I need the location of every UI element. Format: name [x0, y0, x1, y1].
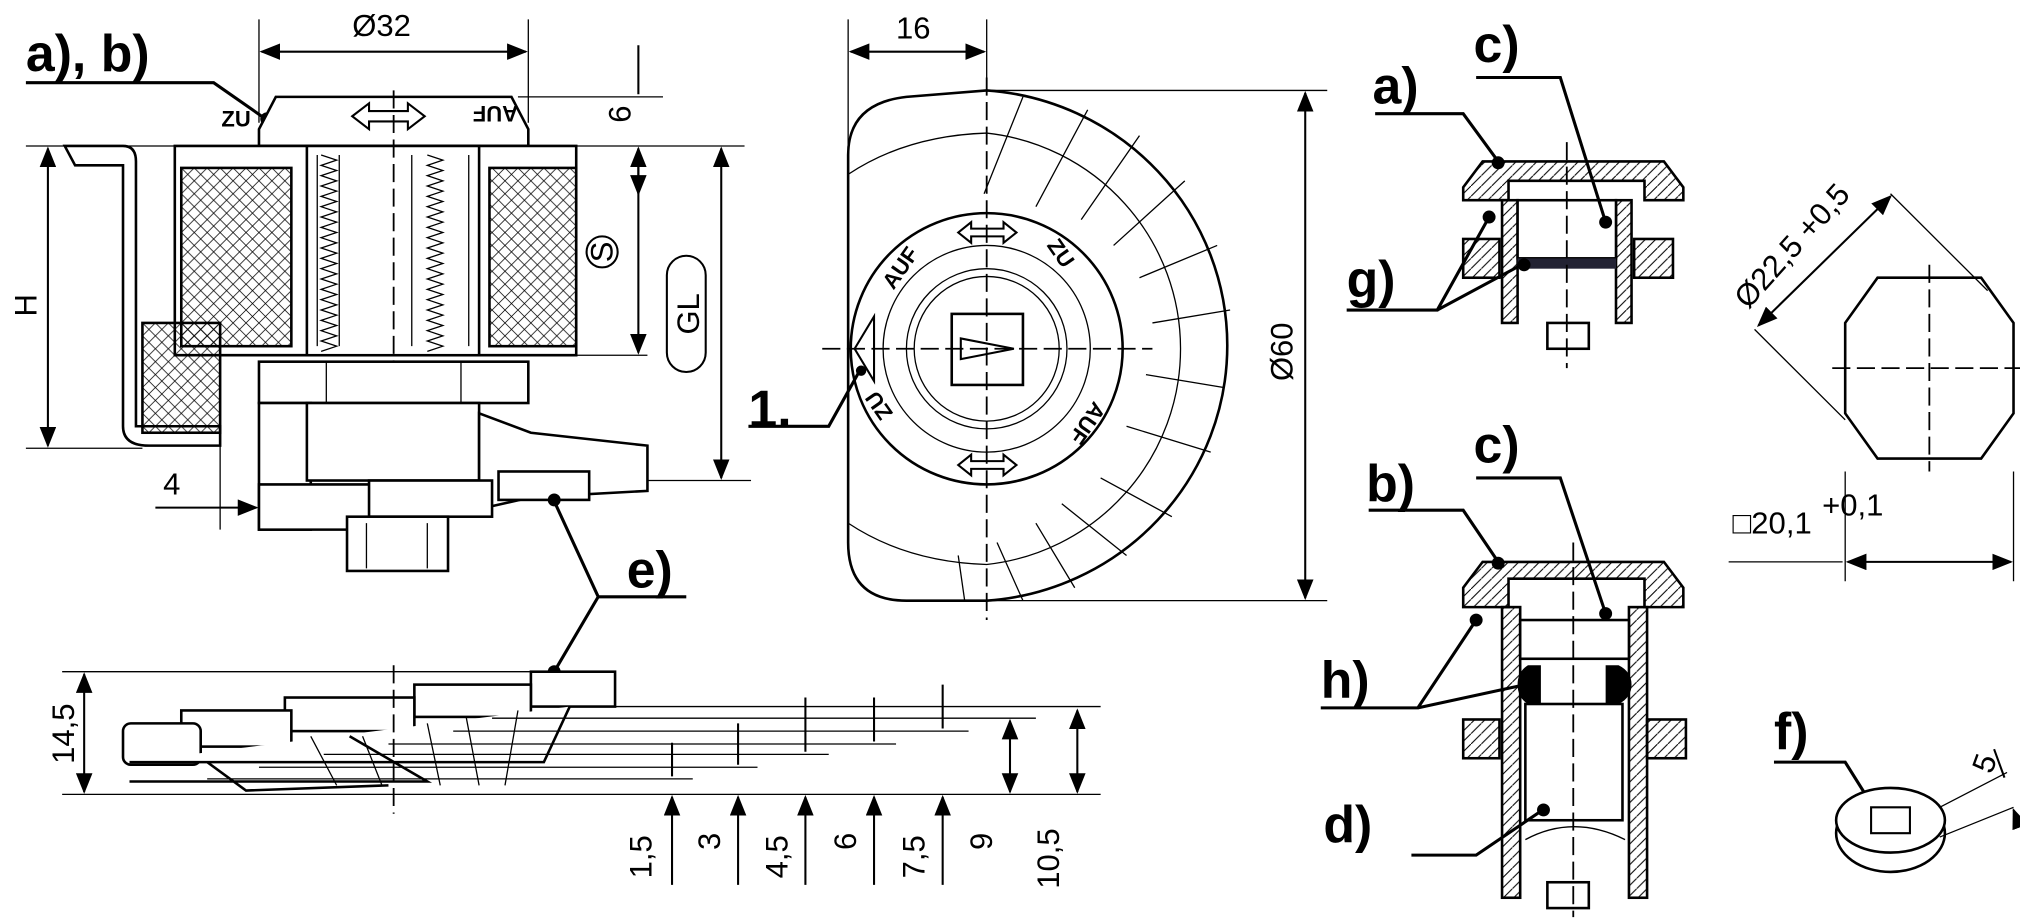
knob-zu-text: ZU — [221, 107, 250, 132]
dim-offset-1-5: 1,5 — [623, 835, 658, 878]
knob-auf-text: AUF — [473, 101, 518, 126]
dim-d60: Ø60 — [1264, 323, 1299, 382]
dim-gl-box — [665, 254, 707, 374]
label-h: h) — [1321, 651, 1370, 709]
lever-offset-view: 14,5 — [46, 665, 1101, 814]
dim-offset-9: 9 — [964, 833, 999, 850]
label-d: d) — [1323, 795, 1372, 853]
label-e: e) — [627, 541, 673, 599]
dim-d32: Ø32 — [352, 8, 411, 43]
dim-s: S — [584, 242, 619, 263]
dim-six: 6 — [603, 105, 638, 122]
panel-right — [488, 166, 578, 348]
insert-f: f) 5 — [1773, 702, 2020, 874]
dim-offset-7-5: 7,5 — [897, 835, 932, 878]
dim-offset-4-5: 4,5 — [759, 835, 794, 878]
lever-offset-1 — [529, 670, 617, 708]
label-c-bottom: c) — [1474, 415, 1520, 473]
section-variant-b: b) c) h) d) — [1321, 415, 1688, 918]
dim-four: 4 — [163, 467, 180, 502]
label-a-b: a), b) — [26, 24, 150, 82]
section-variant-a: a) c) g) — [1347, 15, 1685, 369]
label-c-top: c) — [1474, 15, 1520, 73]
label-a: a) — [1373, 56, 1419, 114]
dim-offset-3: 3 — [692, 833, 727, 850]
dim-sq20: □20,1+0,1 — [1733, 487, 1884, 540]
dim-offset-6: 6 — [828, 833, 863, 850]
side-view: a), b) Ø32 ZU AUF 6 H — [8, 8, 752, 679]
dim-gl: GL — [671, 293, 706, 334]
offset-dimensions: 1,5 3 4,5 6 7,5 9 10,5 — [623, 684, 1086, 889]
dim-sixteen: 16 — [896, 11, 931, 46]
dim-s-circle — [585, 235, 619, 269]
label-b: b) — [1366, 454, 1415, 512]
panel-left — [179, 166, 293, 348]
front-view: 16 AUF ZU ZU AUF Ø60 1. — [748, 11, 1328, 621]
panel-cutout: Ø22,5 +0,5 □20,1+0,1 — [1727, 177, 2020, 582]
dim-h: H — [8, 294, 43, 316]
dim-lever-height: 14,5 — [46, 704, 81, 764]
label-g: g) — [1347, 250, 1396, 308]
leader-a-b — [25, 81, 267, 121]
dim-offset-10-5: 10,5 — [1031, 828, 1066, 888]
label-f: f) — [1774, 702, 1808, 760]
hex-nut — [257, 360, 530, 405]
dim-five: 5 — [1965, 749, 2004, 777]
label-one: 1. — [748, 379, 791, 437]
